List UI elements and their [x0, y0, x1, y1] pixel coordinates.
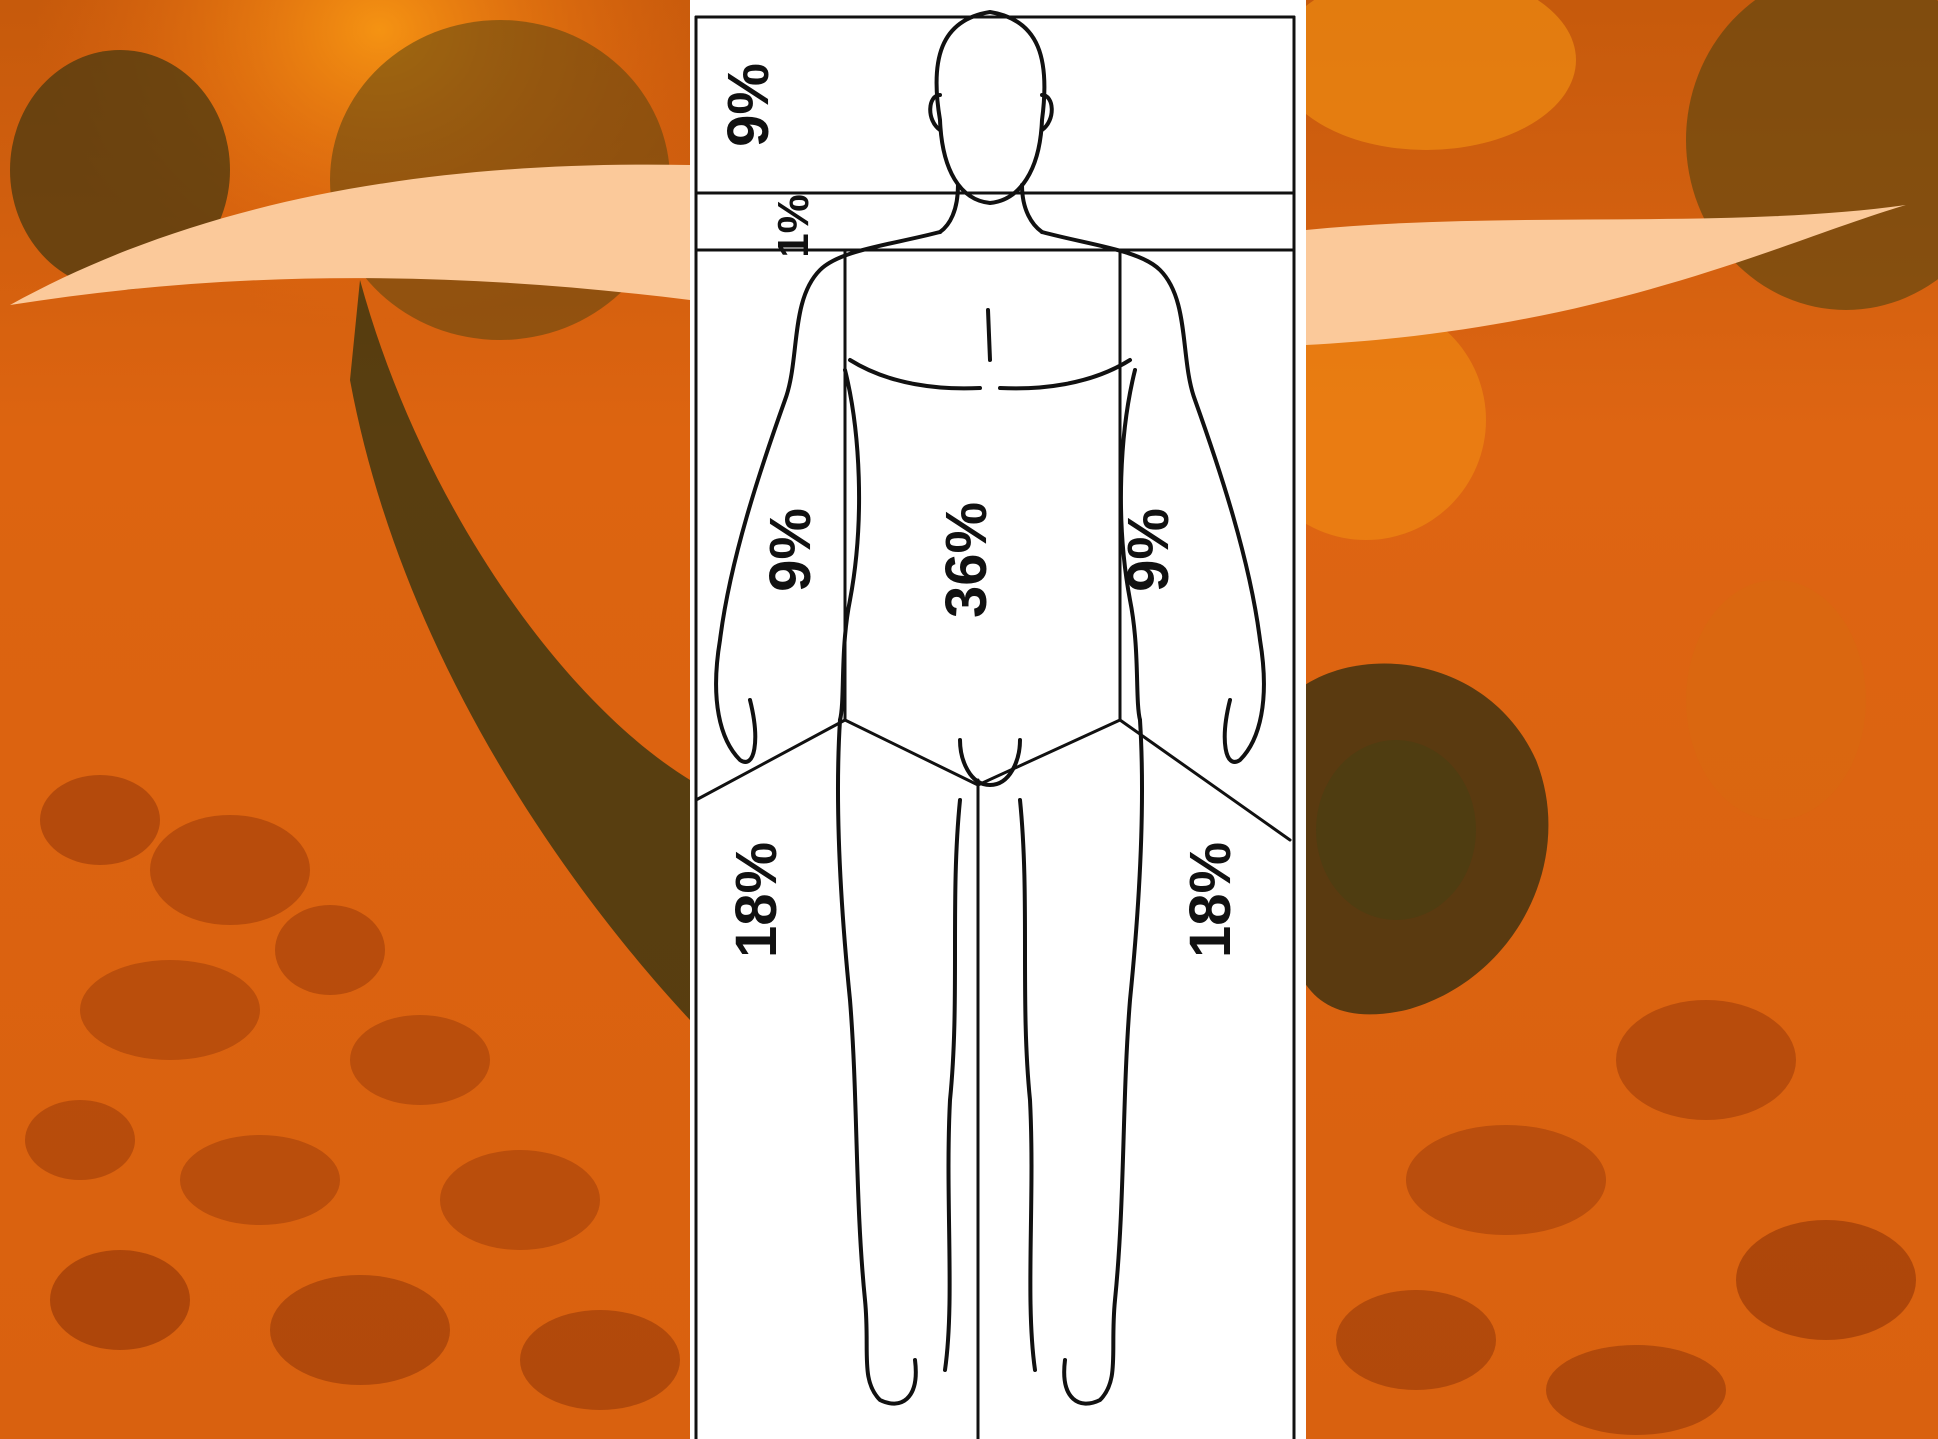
trunk-percent-label: 36% — [934, 502, 999, 618]
rule-of-nines-diagram: 9% 1% 9% 36% 9% 18% 18% — [690, 0, 1306, 1439]
head-outline — [937, 12, 1045, 203]
left-flame-background — [0, 0, 690, 1439]
right-flame-background — [1306, 0, 1938, 1439]
head-percent-label: 9% — [716, 63, 781, 147]
left-leg-percent-label: 18% — [724, 842, 789, 958]
right-arm-percent-label: 9% — [1116, 508, 1181, 592]
left-arm-percent-label: 9% — [758, 508, 823, 592]
body-surface-area-figure: 9% 1% 9% 36% 9% 18% 18% — [690, 0, 1306, 1439]
right-leg-percent-label: 18% — [1178, 842, 1243, 958]
neck-percent-label: 1% — [769, 194, 818, 258]
